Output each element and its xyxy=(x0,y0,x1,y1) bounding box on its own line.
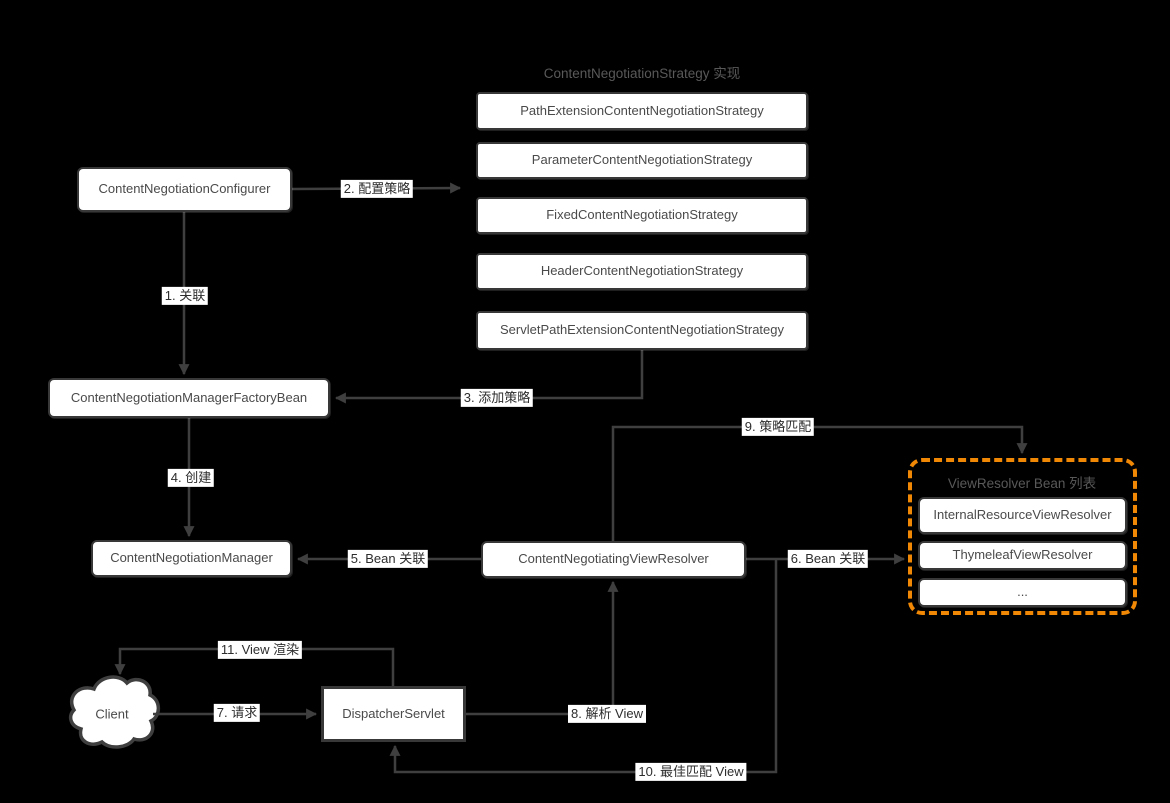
client-label: Client xyxy=(95,706,129,722)
edge-label-request: 7. 请求 xyxy=(213,703,261,723)
node-dispatcher-servlet: DispatcherServlet xyxy=(321,686,466,742)
view-resolver-bean-list-group xyxy=(908,458,1137,615)
node-more-view-resolvers: ... xyxy=(918,578,1127,607)
edge-label-resolve-view: 8. 解析 View xyxy=(567,704,647,724)
edge-label-add-strategy: 3. 添加策略 xyxy=(460,388,534,408)
node-thymeleaf-view-resolver: ThymeleafViewResolver xyxy=(918,541,1127,570)
edge-label-create: 4. 创建 xyxy=(167,468,215,488)
edge-10-best-match-line xyxy=(389,560,778,774)
edge-label-bean-relate-left: 5. Bean 关联 xyxy=(347,549,429,569)
node-internal-resource-view-resolver: InternalResourceViewResolver xyxy=(918,497,1127,534)
view-resolver-list-title: ViewResolver Bean 列表 xyxy=(947,476,1097,491)
node-content-negotiating-view-resolver: ContentNegotiatingViewResolver xyxy=(481,541,746,578)
edge-9-strategy-match-line xyxy=(611,425,1028,541)
client-cloud-shape xyxy=(68,675,161,749)
node-content-negotiation-manager: ContentNegotiationManager xyxy=(91,540,292,577)
edge-label-best-match-view: 10. 最佳匹配 View xyxy=(635,762,747,782)
strategies-group-title: ContentNegotiationStrategy 实现 xyxy=(543,66,741,81)
node-header-strategy: HeaderContentNegotiationStrategy xyxy=(476,253,808,290)
edge-label-relate: 1. 关联 xyxy=(161,286,209,306)
node-manager-factory-bean: ContentNegotiationManagerFactoryBean xyxy=(48,378,330,418)
node-path-extension-strategy: PathExtensionContentNegotiationStrategy xyxy=(476,92,808,130)
node-content-negotiation-configurer: ContentNegotiationConfigurer xyxy=(77,167,292,212)
edge-3-add-strategy-line xyxy=(334,350,644,404)
node-fixed-strategy: FixedContentNegotiationStrategy xyxy=(476,197,808,234)
node-parameter-strategy: ParameterContentNegotiationStrategy xyxy=(476,142,808,179)
edge-label-bean-relate-right: 6. Bean 关联 xyxy=(787,549,869,569)
edge-label-configure-strategy: 2. 配置策略 xyxy=(340,179,414,199)
edge-8-resolve-view-line xyxy=(466,580,619,716)
edge-label-strategy-match: 9. 策略匹配 xyxy=(741,417,815,437)
edge-label-view-render: 11. View 渲染 xyxy=(217,640,303,660)
node-servlet-path-extension-strategy: ServletPathExtensionContentNegotiationSt… xyxy=(476,311,808,350)
